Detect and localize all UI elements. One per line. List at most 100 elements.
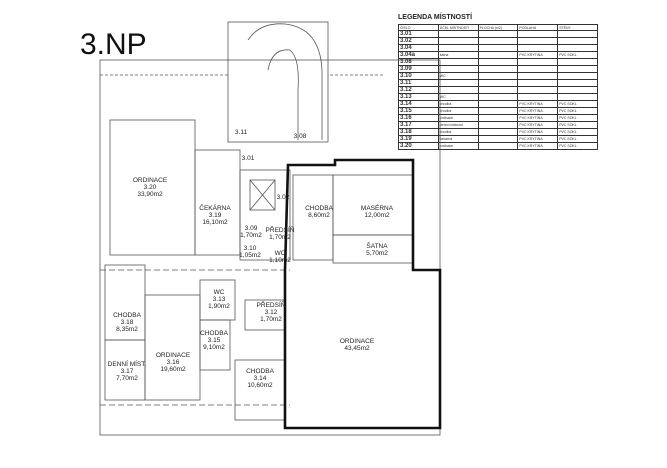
room-label-line: 3.12: [265, 309, 278, 316]
room-label-line: DENNÍ MÍST.: [108, 359, 147, 368]
legend-cell: [437, 58, 479, 67]
legend-cell: [437, 37, 479, 46]
legend-row: 3.01: [398, 30, 598, 39]
room-label-line: CHODBA: [113, 312, 141, 319]
legend-cell: [477, 44, 519, 53]
legend-cell: 3.04: [398, 44, 439, 53]
legend-title: LEGENDA MÍSTNOSTÍ: [398, 14, 473, 21]
room-label-line: 16,10m2: [202, 219, 228, 226]
legend-cell: [517, 93, 559, 102]
legend-cell: [557, 58, 598, 67]
legend-cell: [517, 58, 559, 67]
legend-cell: 3.12: [398, 86, 439, 95]
legend-cell: [477, 93, 519, 102]
legend-cell: [557, 44, 598, 53]
room-label-line: CHODBA: [305, 205, 333, 212]
legend-row: 3.08: [398, 58, 598, 67]
room-label-line: 1,70m2: [240, 232, 262, 239]
legend-cell: WC: [437, 93, 479, 102]
room-label-line: 1,70m2: [269, 234, 291, 241]
legend-cell: 3.18: [398, 128, 439, 137]
legend-cell: [517, 30, 559, 39]
legend-cell: [477, 114, 519, 123]
legend-cell: [557, 86, 598, 95]
legend-cell: PVC SOKL: [557, 128, 598, 137]
room-label-line: 1,10m2: [269, 257, 291, 264]
legend-cell: PVC SOKL: [557, 51, 598, 60]
legend-cell: [477, 86, 519, 95]
floor-title: 3.NP: [80, 28, 147, 61]
room-label-line: 3.10: [244, 245, 257, 252]
room-label-line: 8,35m2: [116, 326, 138, 333]
room-label-line: 3.16: [167, 359, 180, 366]
legend-cell: [517, 72, 559, 81]
legend-cell: [517, 86, 559, 95]
legend-cell: [557, 30, 598, 39]
legend-cell: ordinace: [437, 142, 479, 151]
legend-cell: [517, 37, 559, 46]
legend-cell: chodba: [437, 128, 479, 137]
room-label-line: 3.08: [294, 133, 307, 140]
legend-cell: [557, 79, 598, 88]
legend-cell: 3.10: [398, 72, 439, 81]
room-label-line: 3.19: [209, 212, 222, 219]
room-label-line: 3.14: [254, 375, 267, 382]
legend-cell: 3.11: [398, 79, 439, 88]
legend-cell: [477, 121, 519, 130]
legend-cell: denní místnost: [437, 121, 479, 130]
room-label-line: 3.17: [121, 368, 134, 375]
legend-cell: 3.01: [398, 30, 439, 39]
legend-cell: [477, 142, 519, 151]
legend-cell: PVC KRYTINA: [517, 121, 559, 130]
legend-cell: [557, 65, 598, 74]
room-label-line: 3.01: [242, 155, 255, 162]
legend-cell: ordinace: [437, 114, 479, 123]
legend-cell: [477, 51, 519, 60]
room-label-line: 8,60m2: [308, 212, 330, 219]
room-label-line: 19,60m2: [160, 366, 186, 373]
legend-row: 3.04: [398, 44, 598, 53]
legend-cell: PVC KRYTINA: [517, 114, 559, 123]
room-label-line: ORDINACE: [340, 338, 375, 345]
room-label-line: 9,10m2: [203, 344, 225, 351]
legend-cell: 3.04a: [398, 51, 439, 60]
room-label-line: 7,70m2: [116, 375, 138, 382]
legend-cell: [437, 86, 479, 95]
room-label-line: 1,05m2: [239, 252, 261, 259]
legend-cell: [557, 93, 598, 102]
legend-cell: PVC KRYTINA: [517, 100, 559, 109]
room-label-room-308: 3.08: [294, 133, 307, 140]
legend-header-cell: STĚNY: [557, 23, 598, 32]
legend-cell: [517, 65, 559, 74]
legend-cell: [477, 128, 519, 137]
room-label-line: MASÉRNA: [361, 203, 394, 212]
room-label-line: 1,70m2: [260, 316, 282, 323]
legend-cell: [477, 65, 519, 74]
room-label-line: 33,90m2: [137, 191, 163, 198]
legend-cell: [557, 72, 598, 81]
legend-cell: PVC SOKL: [557, 107, 598, 116]
legend-cell: PVC KRYTINA: [517, 128, 559, 137]
room-label-line: ORDINACE: [156, 352, 191, 359]
